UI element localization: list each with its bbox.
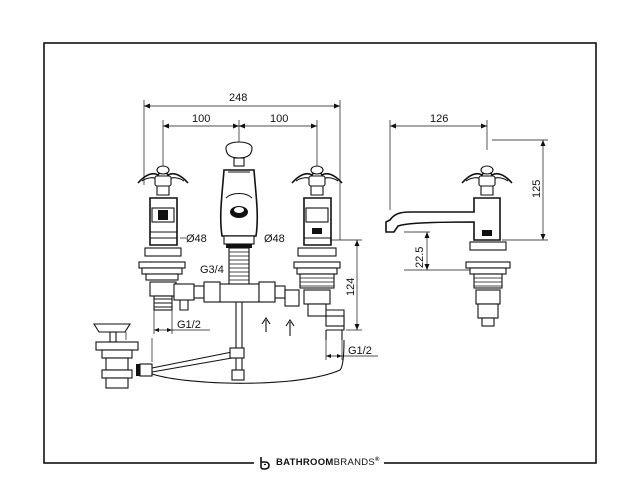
- side-view-tap: [385, 165, 513, 327]
- dim-label-100-right: 100: [270, 113, 288, 125]
- brand-name: BATHROOMBRANDS®: [276, 457, 380, 469]
- dim-label-g12-left: G1/2: [177, 319, 201, 331]
- dim-label-124: 124: [345, 278, 357, 296]
- dim-label-125: 125: [531, 180, 543, 198]
- dim-label-22-5: 22.5: [414, 247, 426, 268]
- dim-overall-width: 248: [143, 92, 341, 240]
- dim-label-d48-left: Ø48: [186, 233, 207, 245]
- dim-label-248: 248: [229, 92, 247, 104]
- dim-spout-height: 22.5: [404, 231, 470, 271]
- centre-spout: [218, 141, 260, 380]
- brand-logo-block: BATHROOMBRANDS®: [254, 455, 384, 471]
- connector-pipes: [173, 281, 300, 336]
- brand-b-icon: [260, 457, 270, 470]
- dim-left-annotations: Ø48 Ø48 G3/4 G1/2: [153, 233, 285, 334]
- dim-side-depth: 126: [389, 113, 488, 210]
- dim-label-126: 126: [430, 113, 448, 125]
- right-tap: [291, 165, 345, 340]
- dim-body-height: 124 G1/2: [325, 239, 378, 360]
- dim-label-g12-right: G1/2: [348, 345, 372, 357]
- dim-label-g34: G3/4: [200, 264, 224, 276]
- dim-side-height: 125: [492, 139, 548, 241]
- popup-waste: [93, 323, 345, 389]
- dim-label-100-left: 100: [192, 113, 210, 125]
- dim-label-d48-right: Ø48: [264, 233, 285, 245]
- dim-tap-spacing: 100 100: [162, 113, 318, 168]
